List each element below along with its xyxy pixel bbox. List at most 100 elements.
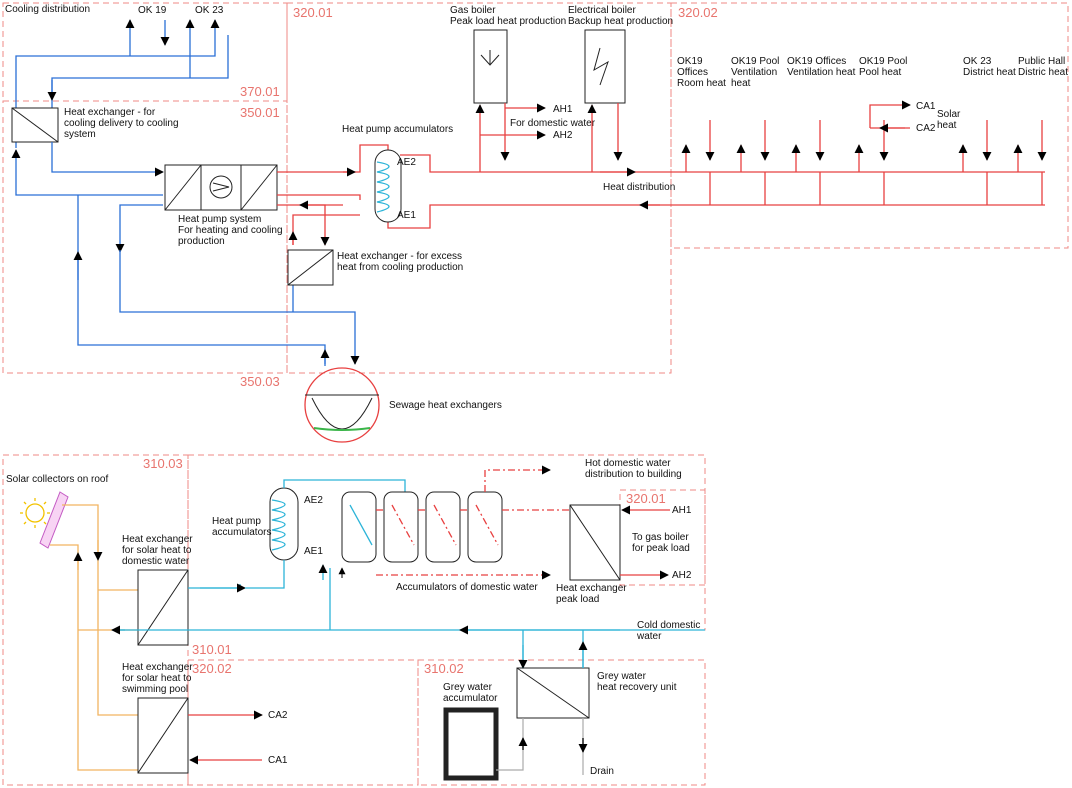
ah1-bottom: AH1 [672, 505, 692, 516]
cooling-distribution-label: Cooling distribution [5, 4, 90, 15]
dw-accumulators [338, 465, 570, 580]
heating-pipes-top [277, 144, 1045, 285]
grey-water-hr-unit [496, 630, 590, 775]
consumer-1-line-1: Ventilation [731, 67, 777, 78]
consumer-2-line-1: Ventilation heat [787, 67, 856, 78]
zone-350-03: 350.03 [240, 374, 280, 389]
hx-solar-dw-label-3: domestic water [122, 556, 190, 567]
hot-dw-label-2: distribution to building [585, 469, 682, 480]
grey-acc-label-1: Grey water [443, 682, 493, 693]
hp-system-label-3: production [178, 236, 225, 247]
hot-dw-label-1: Hot domestic water [585, 458, 671, 469]
heat-pump-system [164, 164, 278, 211]
ae2-top: AE2 [397, 157, 416, 168]
hx-excess-label-1: Heat exchanger - for excess [337, 251, 462, 262]
hx-peak-load [569, 504, 670, 581]
hx-cooling-label-1: Heat exchanger - for [64, 107, 156, 118]
solar-heat-label-2: heat [937, 120, 957, 131]
drain-label: Drain [590, 766, 614, 777]
to-gas-label-2: for peak load [632, 543, 690, 554]
consumer-5-line-1: Distric heat [1018, 67, 1068, 78]
for-domestic-water: For domestic water [510, 118, 596, 129]
hp-system-label-2: For heating and cooling [178, 225, 283, 236]
consumer-3-line-0: OK19 Pool [859, 56, 907, 67]
solar-heat-label-1: Solar [937, 109, 961, 120]
zone-320-01-bottom: 320.01 [626, 491, 666, 506]
hx-excess-label-2: heat from cooling production [337, 262, 463, 273]
ca1-bottom: CA1 [268, 755, 288, 766]
heat-distribution-label: Heat distribution [603, 182, 675, 193]
hx-cooling-label-2: cooling delivery to cooling [64, 118, 179, 129]
ah2-top: AH2 [553, 130, 573, 141]
zone-320-02-top: 320.02 [678, 5, 718, 20]
hx-pool-label-3: swimming pool [122, 684, 188, 695]
grey-acc-label-2: accumulator [443, 693, 498, 704]
ae1-bottom: AE1 [304, 546, 323, 557]
consumer-1-line-2: heat [731, 78, 751, 89]
hp-acc-bottom-label-1: Heat pump [212, 516, 261, 527]
hx-pool-label-1: Heat exchanger [122, 662, 193, 673]
ok23-cooling-label: OK 23 [195, 5, 224, 16]
cold-dw-label-1: Cold domestic [637, 620, 700, 631]
zone-350-01: 350.01 [240, 105, 280, 120]
consumer-0-line-2: Room heat [677, 78, 726, 89]
sewage-label: Sewage heat exchangers [389, 400, 502, 411]
hp-accumulator-top [374, 149, 402, 223]
gas-boiler-label-1: Gas boiler [450, 5, 496, 16]
hp-acc-bottom-pipes [111, 479, 705, 635]
zone-320-01-top: 320.01 [293, 5, 333, 20]
hx-cooling-delivery [11, 107, 59, 143]
consumer-1-line-0: OK19 Pool [731, 56, 779, 67]
hp-accumulator-bottom [269, 487, 299, 561]
pool-pipes [188, 710, 263, 765]
zone-310-02: 310.02 [424, 661, 464, 676]
gas-boiler-pipes [475, 103, 546, 172]
solar-collectors [20, 491, 69, 549]
hx-peak-label-1: Heat exchanger [556, 583, 627, 594]
zone-370-01: 370.01 [240, 84, 280, 99]
ah2-bottom: AH2 [672, 570, 692, 581]
ca2-top: CA2 [916, 123, 936, 134]
grey-hr-label-2: heat recovery unit [597, 682, 677, 693]
hp-system-label-1: Heat pump system [178, 214, 261, 225]
grey-hr-label-1: Grey water [597, 671, 647, 682]
solar-loop-pipes [50, 504, 138, 771]
zone-boundaries-top [2, 2, 1069, 374]
ah1-top: AH1 [553, 104, 573, 115]
elec-boiler-label-2: Backup heat production [568, 16, 673, 27]
hp-acc-bottom-label-2: accumulators [212, 527, 271, 538]
elec-boiler-label-1: Electrical boiler [568, 5, 636, 16]
cooling-loop-pipes [15, 142, 360, 366]
solar-collectors-label: Solar collectors on roof [6, 474, 108, 485]
electrical-boiler [584, 29, 626, 104]
zone-320-02-bottom: 320.02 [192, 661, 232, 676]
hx-excess-heat [287, 249, 334, 286]
to-gas-label-1: To gas boiler [632, 532, 689, 543]
ok19-cooling-label: OK 19 [138, 5, 167, 16]
consumer-2-line-0: OK19 Offices [787, 56, 846, 67]
ca1-top: CA1 [916, 101, 936, 112]
hx-pool-label-2: for solar heat to [122, 673, 192, 684]
elec-boiler-pipes [587, 103, 623, 172]
ae2-bottom: AE2 [304, 495, 323, 506]
hp-accumulators-label: Heat pump accumulators [342, 124, 453, 135]
heat-consumers [681, 100, 1047, 205]
consumer-0-line-1: Offices [677, 67, 708, 78]
zone-310-03: 310.03 [143, 456, 183, 471]
acc-dw-label: Accumulators of domestic water [396, 582, 538, 593]
hx-peak-label-2: peak load [556, 594, 599, 605]
ae1-top: AE1 [397, 210, 416, 221]
hx-solar-dw-label-2: for solar heat to [122, 545, 192, 556]
hx-solar-pool [137, 697, 189, 774]
hx-solar-domestic [137, 569, 189, 646]
cold-dw-label-2: water [636, 631, 662, 642]
grey-water-accumulator [443, 707, 499, 781]
zone-310-01: 310.01 [192, 642, 232, 657]
hx-cooling-label-3: system [64, 129, 96, 140]
consumer-4-line-0: OK 23 [963, 56, 992, 67]
consumer-5-line-0: Public Hall [1018, 56, 1065, 67]
sewage-heat-exchanger [304, 367, 380, 443]
hx-solar-dw-label-1: Heat exchanger [122, 534, 193, 545]
consumer-3-line-1: Pool heat [859, 67, 901, 78]
